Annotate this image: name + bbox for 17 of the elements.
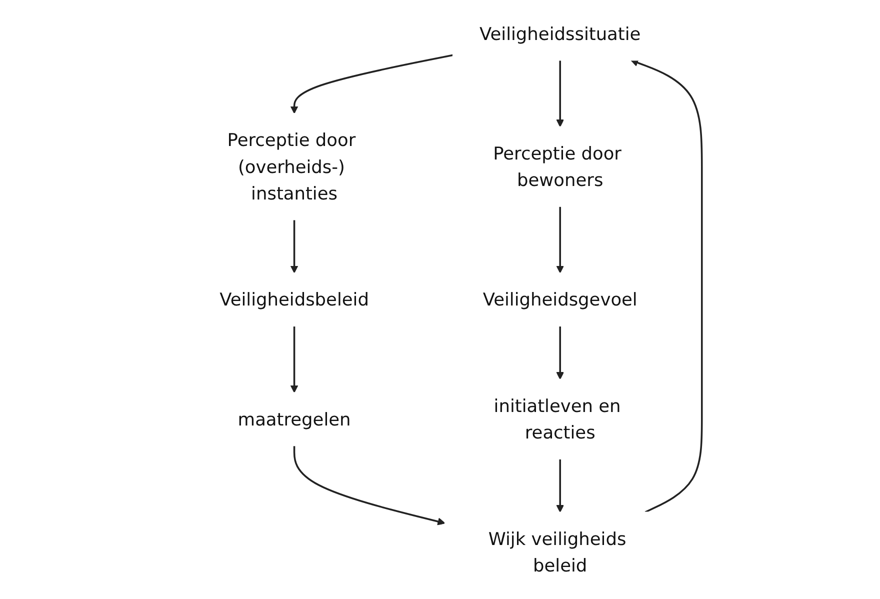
- arrow: [630, 59, 702, 513]
- node-text: initiatleven en reacties: [493, 395, 620, 444]
- arrow: [556, 206, 564, 274]
- arrow: [290, 54, 453, 114]
- node-text: maatregelen: [237, 408, 350, 430]
- node-text: Veiligheidssituatie: [479, 23, 640, 44]
- node-text: Veiligheidsbeleid: [219, 288, 368, 310]
- node-text: Perceptie door bewoners: [492, 142, 621, 191]
- arrow: [556, 326, 564, 380]
- node-text: Wijk veiligheids beleid: [488, 528, 626, 576]
- node-text: Veiligheidsgevoel: [482, 288, 637, 310]
- arrow: [290, 326, 298, 393]
- arrow: [292, 446, 445, 526]
- arrow: [556, 458, 564, 512]
- node-text: Perceptie door (overheids-) instanties: [226, 129, 356, 204]
- arrow: [290, 220, 298, 274]
- arrow: [556, 60, 564, 128]
